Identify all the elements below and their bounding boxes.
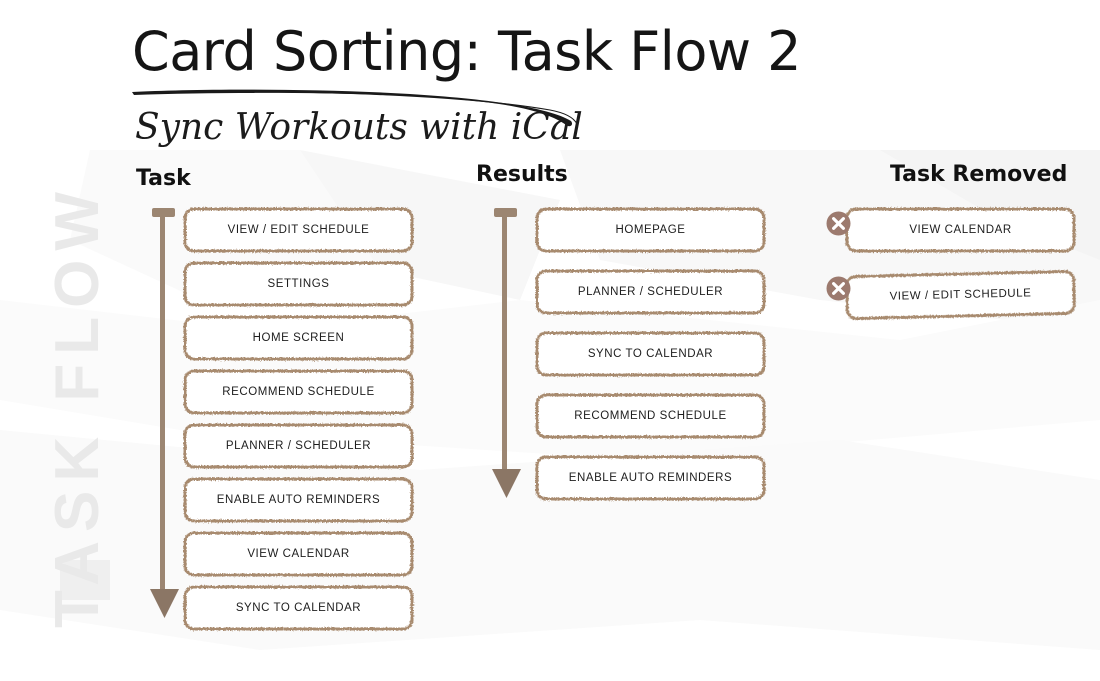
column-results: Results (476, 162, 776, 188)
column-header-task: Task (136, 166, 191, 191)
card-label: PLANNER / SCHEDULER (577, 286, 724, 298)
card-stack-removed: VIEW CALENDAR VIEW / EDIT SCHEDULE (826, 207, 1076, 338)
card-label: HOMEPAGE (615, 224, 686, 236)
card-task[interactable]: ENABLE AUTO REMINDERS (183, 477, 414, 523)
card-label: ENABLE AUTO REMINDERS (216, 494, 381, 506)
card-task[interactable]: SETTINGS (183, 261, 414, 307)
removed-card-row: VIEW CALENDAR (826, 207, 1076, 253)
removed-card-row: VIEW / EDIT SCHEDULE (826, 269, 1076, 321)
flow-arrow-task (150, 208, 179, 618)
card-results[interactable]: ENABLE AUTO REMINDERS (535, 455, 766, 501)
card-task[interactable]: RECOMMEND SCHEDULE (183, 369, 414, 415)
card-label: VIEW / EDIT SCHEDULE (889, 287, 1032, 303)
card-label: ENABLE AUTO REMINDERS (568, 472, 733, 484)
card-task[interactable]: PLANNER / SCHEDULER (183, 423, 414, 469)
card-label: HOME SCREEN (252, 332, 345, 344)
title-block: Card Sorting: Task Flow 2 Sync Workouts … (132, 18, 832, 148)
card-label: VIEW / EDIT SCHEDULE (227, 224, 370, 236)
card-removed[interactable]: VIEW CALENDAR (845, 207, 1076, 253)
page-subtitle: Sync Workouts with iCal (135, 107, 583, 148)
circle-x-icon[interactable] (826, 276, 851, 301)
column-removed: Task Removed (826, 162, 1096, 188)
card-results[interactable]: PLANNER / SCHEDULER (535, 269, 766, 315)
card-results[interactable]: SYNC TO CALENDAR (535, 331, 766, 377)
card-task[interactable]: VIEW CALENDAR (183, 531, 414, 577)
card-label: RECOMMEND SCHEDULE (222, 386, 375, 398)
page-title: Card Sorting: Task Flow 2 (132, 20, 802, 83)
card-label: SYNC TO CALENDAR (235, 602, 362, 614)
card-stack-results: HOMEPAGE PLANNER / SCHEDULER SYNC TO CALEN… (535, 207, 766, 518)
card-task[interactable]: HOME SCREEN (183, 315, 414, 361)
column-header-removed: Task Removed (890, 162, 1068, 187)
card-label: SYNC TO CALENDAR (587, 348, 714, 360)
column-header-results: Results (476, 162, 568, 187)
column-task: Task (136, 166, 426, 192)
card-label: VIEW CALENDAR (909, 224, 1012, 236)
card-removed[interactable]: VIEW / EDIT SCHEDULE (845, 269, 1076, 321)
card-label: RECOMMEND SCHEDULE (574, 410, 727, 422)
task-flow-watermark: TASK FLOW (43, 183, 112, 628)
flow-arrow-results (492, 208, 521, 498)
card-label: SETTINGS (267, 278, 330, 290)
card-task[interactable]: SYNC TO CALENDAR (183, 585, 414, 631)
circle-x-icon[interactable] (826, 211, 851, 236)
card-results[interactable]: HOMEPAGE (535, 207, 766, 253)
card-task[interactable]: VIEW / EDIT SCHEDULE (183, 207, 414, 253)
card-label: VIEW CALENDAR (247, 548, 350, 560)
card-label: PLANNER / SCHEDULER (225, 440, 372, 452)
card-results[interactable]: RECOMMEND SCHEDULE (535, 393, 766, 439)
card-stack-task: VIEW / EDIT SCHEDULE SETTINGS HOME SCREEN R… (183, 207, 414, 640)
